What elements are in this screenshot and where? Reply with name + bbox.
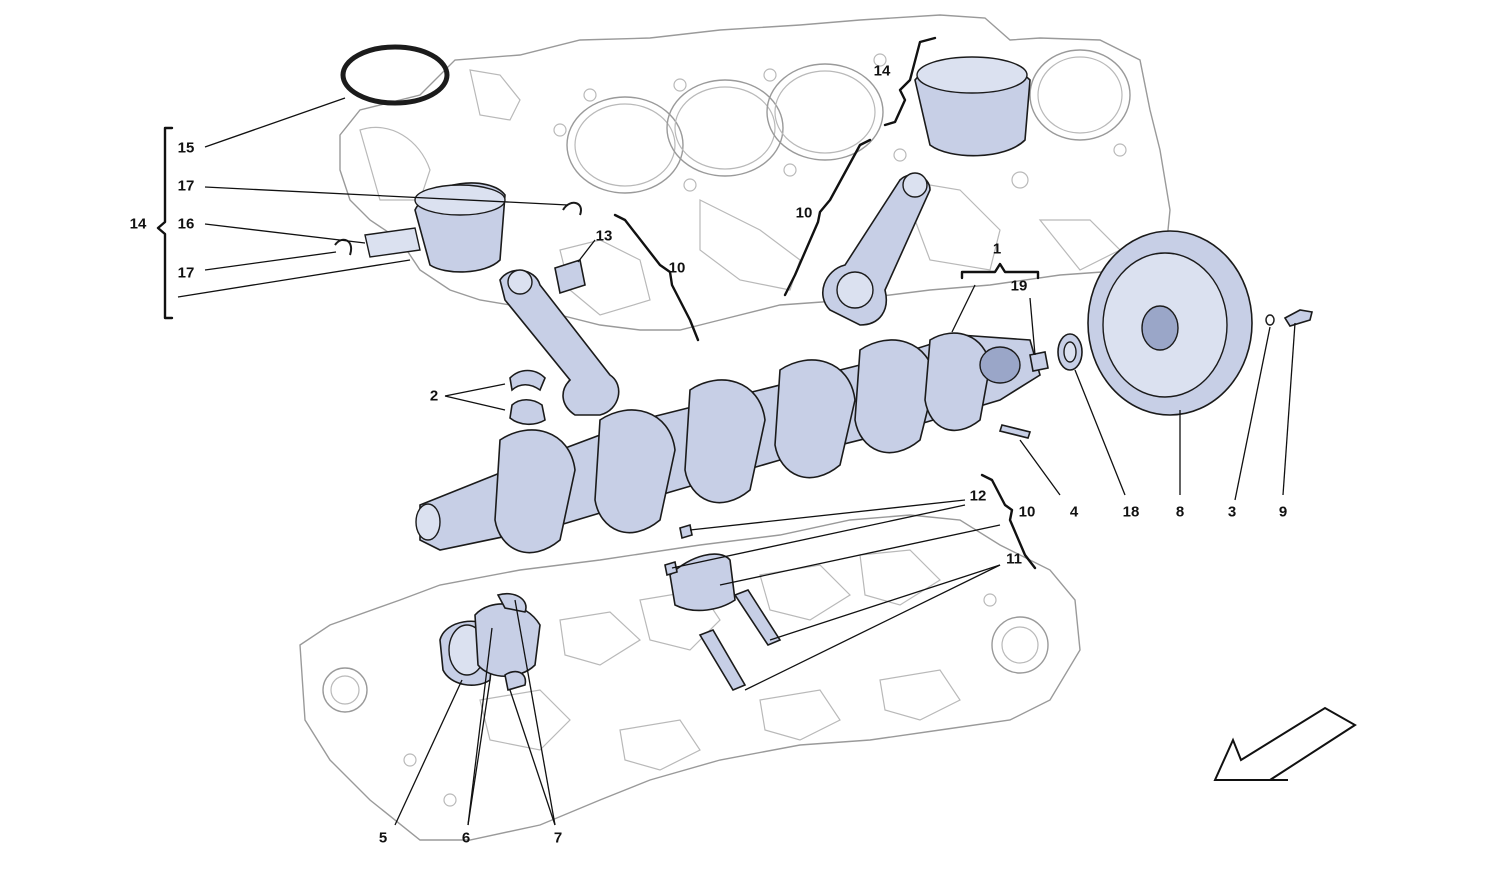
callout-1[interactable]: 1 xyxy=(992,240,1002,258)
callout-17-upper[interactable]: 17 xyxy=(177,177,195,195)
callout-12[interactable]: 12 xyxy=(969,487,987,505)
callout-10-lower[interactable]: 10 xyxy=(1018,503,1036,521)
callout-14-right[interactable]: 14 xyxy=(873,62,891,80)
lower-crankcase xyxy=(299,514,1081,841)
upper-engine-block xyxy=(339,14,1171,331)
oil-seal[interactable] xyxy=(1057,333,1083,371)
callout-6[interactable]: 6 xyxy=(461,829,471,847)
callout-3[interactable]: 3 xyxy=(1227,503,1237,521)
callout-9[interactable]: 9 xyxy=(1278,503,1288,521)
piston-right[interactable] xyxy=(914,56,1031,157)
big-end-bearing-shells[interactable] xyxy=(509,369,546,426)
main-bearing-shell[interactable] xyxy=(474,603,541,677)
leader-lines xyxy=(177,97,1296,826)
circlip-lower[interactable] xyxy=(334,238,353,256)
callout-17-lower[interactable]: 17 xyxy=(177,264,195,282)
main-bearing-cap[interactable] xyxy=(669,553,736,612)
crankshaft[interactable] xyxy=(415,332,1041,554)
circlip-upper[interactable] xyxy=(562,201,582,216)
pilot-bushing[interactable] xyxy=(1029,351,1049,372)
callout-14-left[interactable]: 14 xyxy=(129,215,147,233)
callout-8[interactable]: 8 xyxy=(1175,503,1185,521)
callout-5[interactable]: 5 xyxy=(378,829,388,847)
connecting-rod-left[interactable] xyxy=(499,269,620,416)
washer[interactable] xyxy=(1265,314,1275,326)
callout-7[interactable]: 7 xyxy=(553,829,563,847)
callout-10-left[interactable]: 10 xyxy=(668,259,686,277)
callout-10-upper[interactable]: 10 xyxy=(795,204,813,222)
connecting-rod-right[interactable] xyxy=(821,172,931,326)
callout-19[interactable]: 19 xyxy=(1010,277,1028,295)
flywheel[interactable] xyxy=(1087,230,1253,416)
main-bearing-stud-2[interactable] xyxy=(698,629,747,692)
bearing-half-shell[interactable] xyxy=(496,593,527,692)
main-bearing-stud-1[interactable] xyxy=(733,589,782,646)
main-bearing-pin[interactable] xyxy=(664,523,693,577)
small-end-bushing[interactable] xyxy=(554,258,586,295)
callout-2[interactable]: 2 xyxy=(429,387,439,405)
callout-15[interactable]: 15 xyxy=(177,139,195,157)
callout-13[interactable]: 13 xyxy=(595,227,613,245)
callout-11[interactable]: 11 xyxy=(1006,550,1022,568)
dowel-pin[interactable] xyxy=(998,424,1032,439)
flywheel-bolt[interactable] xyxy=(1283,309,1313,327)
callout-4[interactable]: 4 xyxy=(1069,503,1079,521)
piston-ring[interactable] xyxy=(340,44,450,106)
callout-16[interactable]: 16 xyxy=(177,215,195,233)
callout-18[interactable]: 18 xyxy=(1122,503,1140,521)
group-brackets xyxy=(156,36,1040,570)
arrow-down-left-outline-icon xyxy=(1213,706,1357,781)
